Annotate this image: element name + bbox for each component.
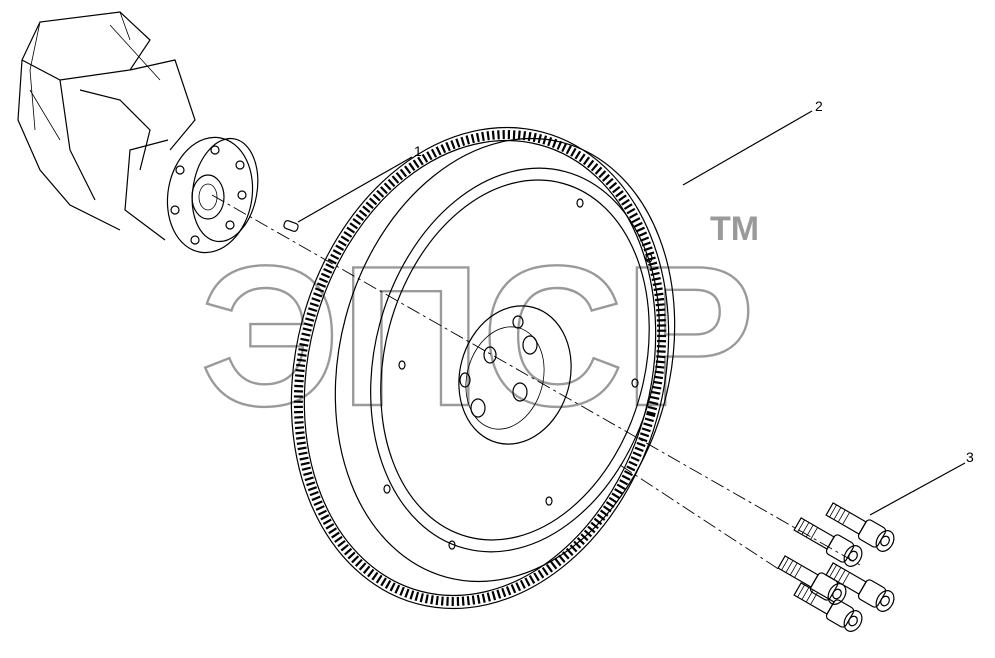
leader-line-1	[297, 156, 413, 223]
ring-gear-teeth	[293, 130, 667, 606]
callout-2: 2	[815, 98, 823, 114]
bolts	[777, 502, 895, 632]
callout-1: 1	[414, 143, 422, 159]
watermark-tm: TM	[710, 210, 759, 248]
bolt	[793, 582, 863, 632]
watermark-text: ЭПСР	[200, 225, 755, 448]
callout-3: 3	[966, 449, 974, 465]
crankshaft	[17, 11, 259, 254]
bolt	[793, 517, 863, 567]
bolt	[825, 502, 895, 552]
flywheel	[290, 126, 676, 610]
leader-line-2	[682, 110, 813, 186]
bolt	[825, 562, 895, 612]
dowel-pin	[283, 220, 299, 232]
bolt	[777, 555, 847, 605]
leader-line-3	[869, 462, 966, 516]
